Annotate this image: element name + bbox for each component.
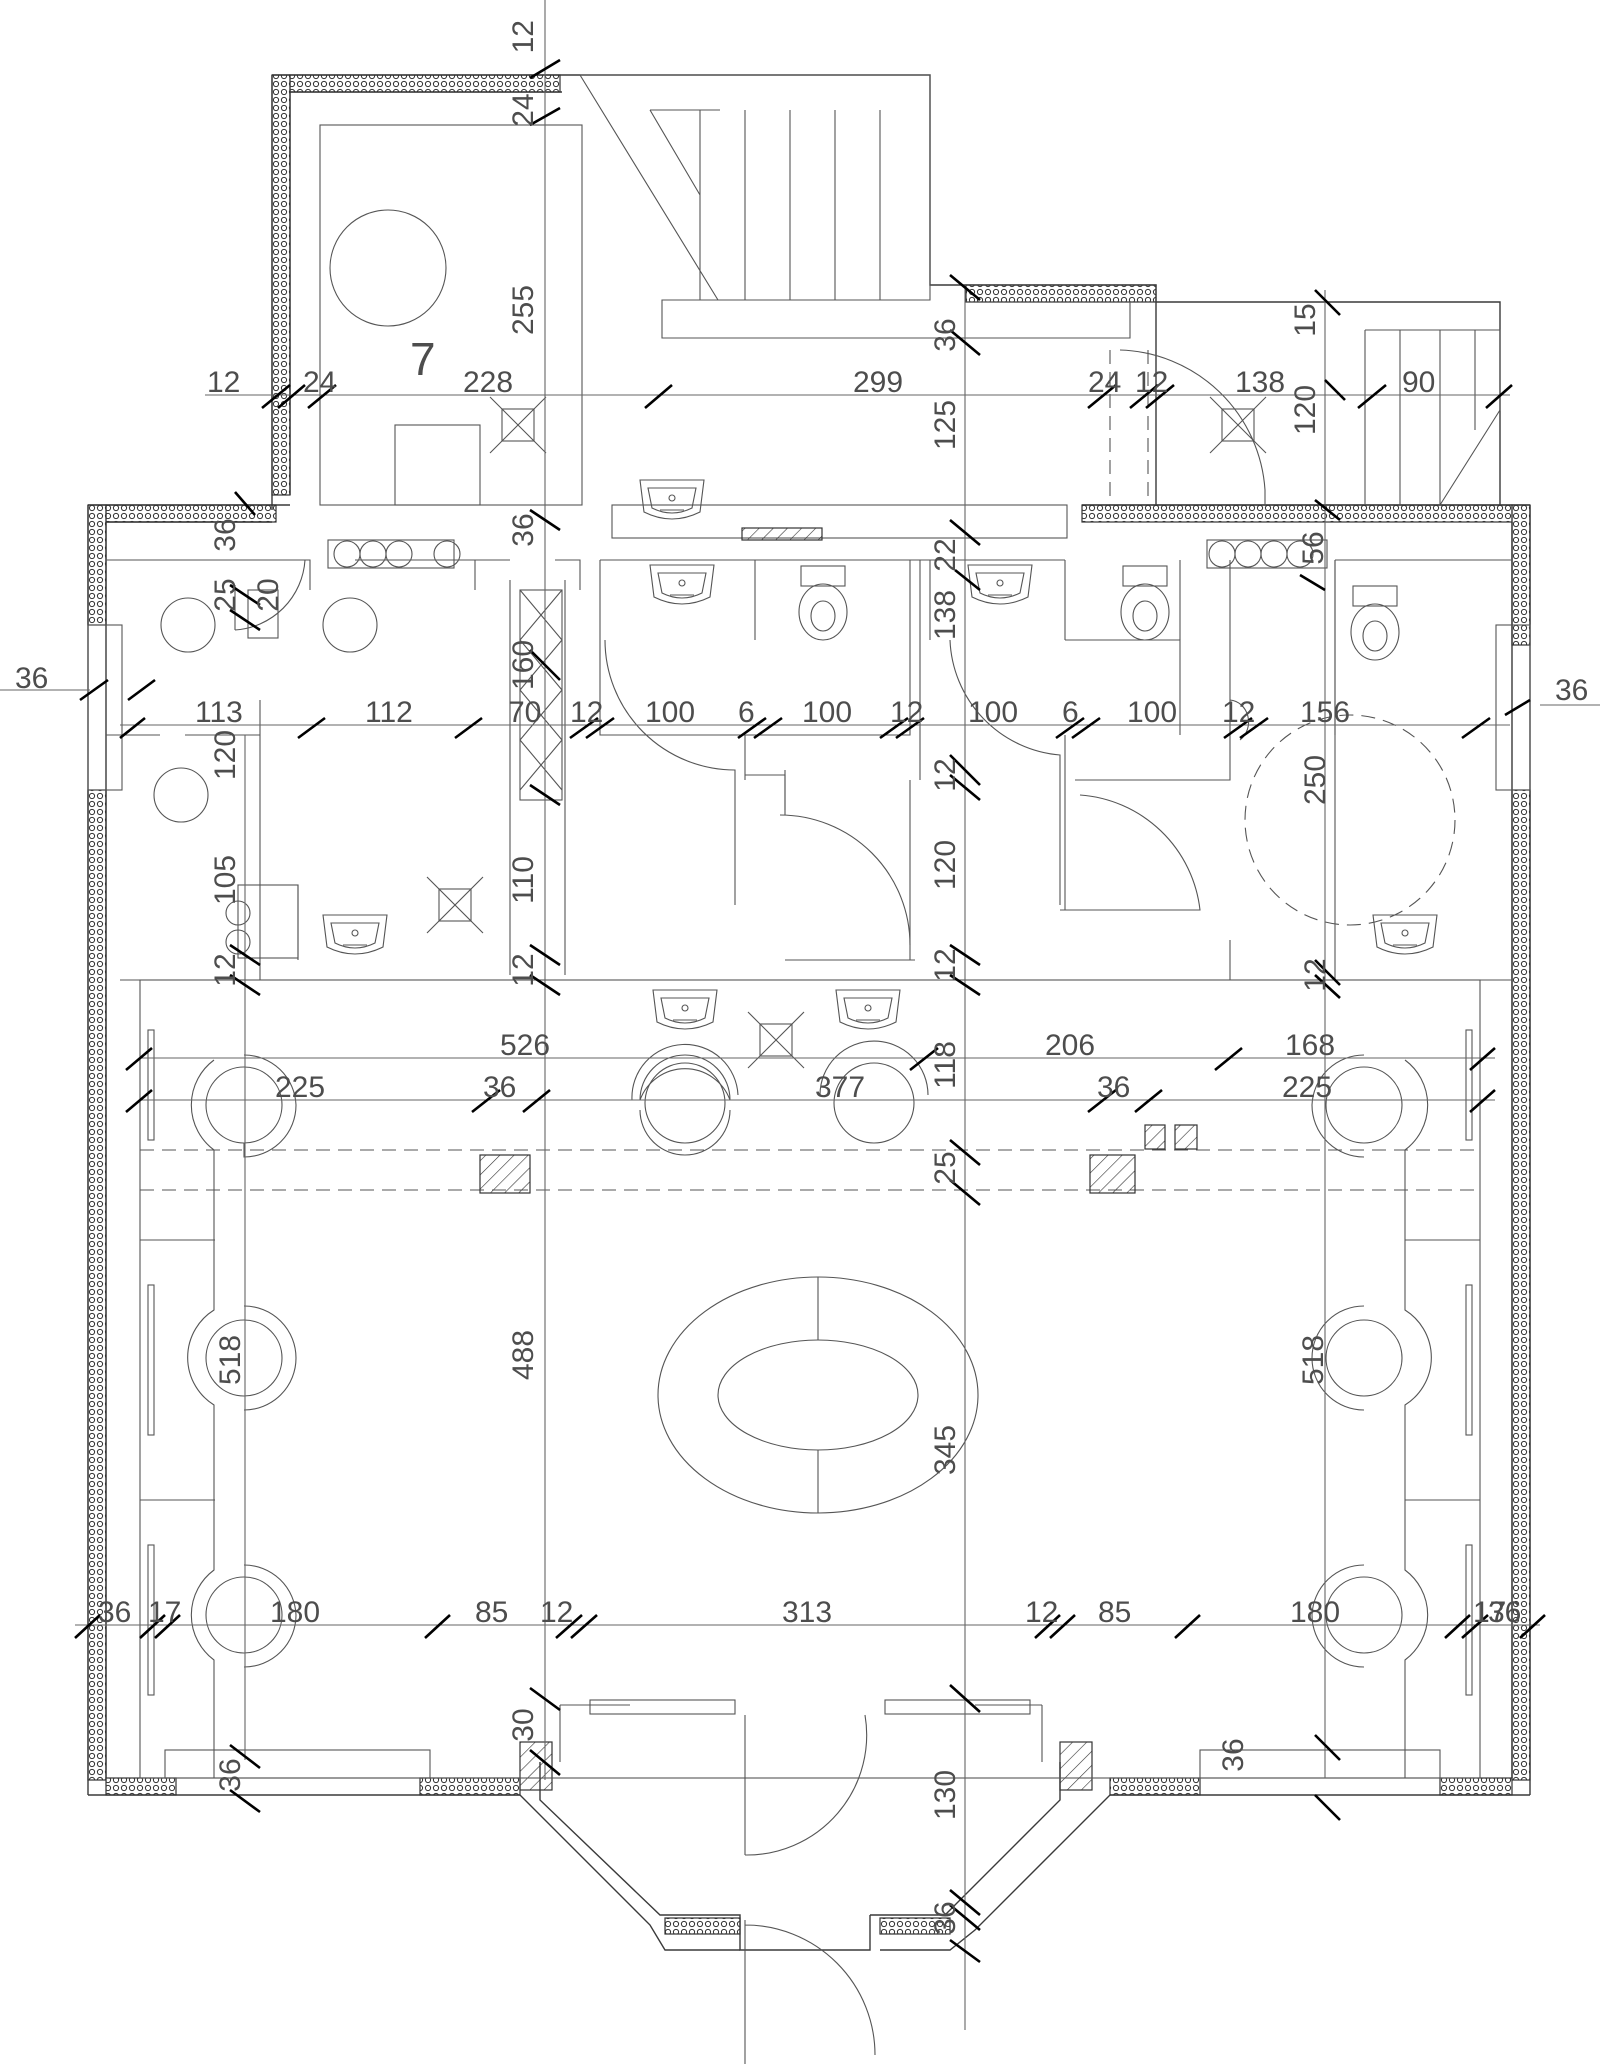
dim-label: 36 [209, 518, 242, 551]
dim-label: 24 [303, 366, 336, 399]
dim-label: 518 [214, 1335, 247, 1385]
dim-label: 36 [15, 662, 48, 695]
dim-label: 12 [507, 953, 540, 986]
dim-label: 12 [1299, 958, 1332, 991]
dim-label: 518 [1297, 1335, 1330, 1385]
dim-label: 206 [1045, 1029, 1095, 1062]
dim-label: 6 [738, 696, 755, 729]
dim-label: 225 [275, 1071, 325, 1104]
dim-label: 36 [98, 1596, 131, 1629]
interior-walls [106, 124, 1512, 1779]
dim-label: 180 [270, 1596, 320, 1629]
dim-label: 12 [540, 1596, 573, 1629]
dim-label: 30 [507, 1708, 540, 1741]
dim-label: 15 [1289, 303, 1322, 336]
dim-label: 17 [1473, 1596, 1506, 1629]
dim-label: 12 [929, 758, 962, 791]
dim-label: 526 [500, 1029, 550, 1062]
dim-label: 180 [1290, 1596, 1340, 1629]
dim-label: 255 [507, 285, 540, 335]
dim-label: 250 [1299, 755, 1332, 805]
dim-label: 12 [207, 366, 240, 399]
dim-label: 22 [929, 538, 962, 571]
dim-label: 168 [1285, 1029, 1335, 1062]
dim-label: 313 [782, 1596, 832, 1629]
dim-label: 488 [507, 1330, 540, 1380]
dim-label: 36 [929, 1901, 962, 1934]
dim-label: 24 [1088, 366, 1121, 399]
dim-label: 12 [1025, 1596, 1058, 1629]
dim-label: 20 [252, 578, 285, 611]
dim-label: 12 [209, 953, 242, 986]
dim-label: 100 [802, 696, 852, 729]
dim-label: 56 [1297, 531, 1330, 564]
dim-label: 100 [645, 696, 695, 729]
dim-label: 100 [968, 696, 1018, 729]
dim-label: 36 [214, 1758, 247, 1791]
dimension-labels: 7 12 24 255 12 24 228 299 36 24 12 138 9… [15, 20, 1588, 1935]
dim-label: 12 [570, 696, 603, 729]
dim-label: 100 [1127, 696, 1177, 729]
dim-label: 120 [1289, 385, 1322, 435]
dim-label: 377 [815, 1071, 865, 1104]
stairs [579, 74, 1501, 506]
dim-label: 120 [209, 730, 242, 780]
dim-label: 24 [507, 93, 540, 126]
dim-label: 90 [1402, 366, 1435, 399]
dim-label: 25 [929, 1151, 962, 1184]
dim-label: 228 [463, 366, 513, 399]
dim-label: 17 [148, 1596, 181, 1629]
dim-label: 6 [1062, 696, 1079, 729]
dim-label: 12 [507, 20, 540, 53]
dim-label: 110 [507, 856, 540, 904]
dim-label: 70 [508, 696, 541, 729]
dim-label: 113 [195, 696, 243, 729]
dim-label: 12 [929, 948, 962, 981]
dim-label: 225 [1282, 1071, 1332, 1104]
dim-label: 105 [209, 855, 242, 905]
dim-label: 85 [475, 1596, 508, 1629]
room-number: 7 [410, 333, 436, 385]
dim-label: 36 [1217, 1738, 1250, 1771]
dim-label: 12 [1222, 696, 1255, 729]
dim-label: 299 [853, 366, 903, 399]
dim-label: 112 [365, 696, 413, 729]
outer-walls [87, 74, 1531, 2064]
dim-label: 160 [507, 640, 540, 690]
dim-label: 156 [1300, 696, 1350, 729]
dim-label: 36 [1555, 674, 1588, 707]
dim-label: 36 [1097, 1071, 1130, 1104]
dim-label: 12 [1135, 366, 1168, 399]
dim-label: 36 [507, 513, 540, 546]
dim-label: 36 [483, 1071, 516, 1104]
dim-label: 118 [929, 1041, 962, 1089]
dim-label: 138 [1235, 366, 1285, 399]
dim-label: 120 [929, 840, 962, 890]
fixtures [322, 396, 1438, 1069]
dim-label: 25 [209, 578, 242, 611]
dim-label: 345 [929, 1425, 962, 1475]
dim-label: 12 [890, 696, 923, 729]
dim-label: 36 [929, 318, 962, 351]
dim-label: 125 [929, 400, 962, 450]
dim-label: 130 [929, 1770, 962, 1820]
dim-label: 36 [1488, 1596, 1521, 1629]
dim-label: 85 [1098, 1596, 1131, 1629]
dim-label: 138 [929, 590, 962, 640]
